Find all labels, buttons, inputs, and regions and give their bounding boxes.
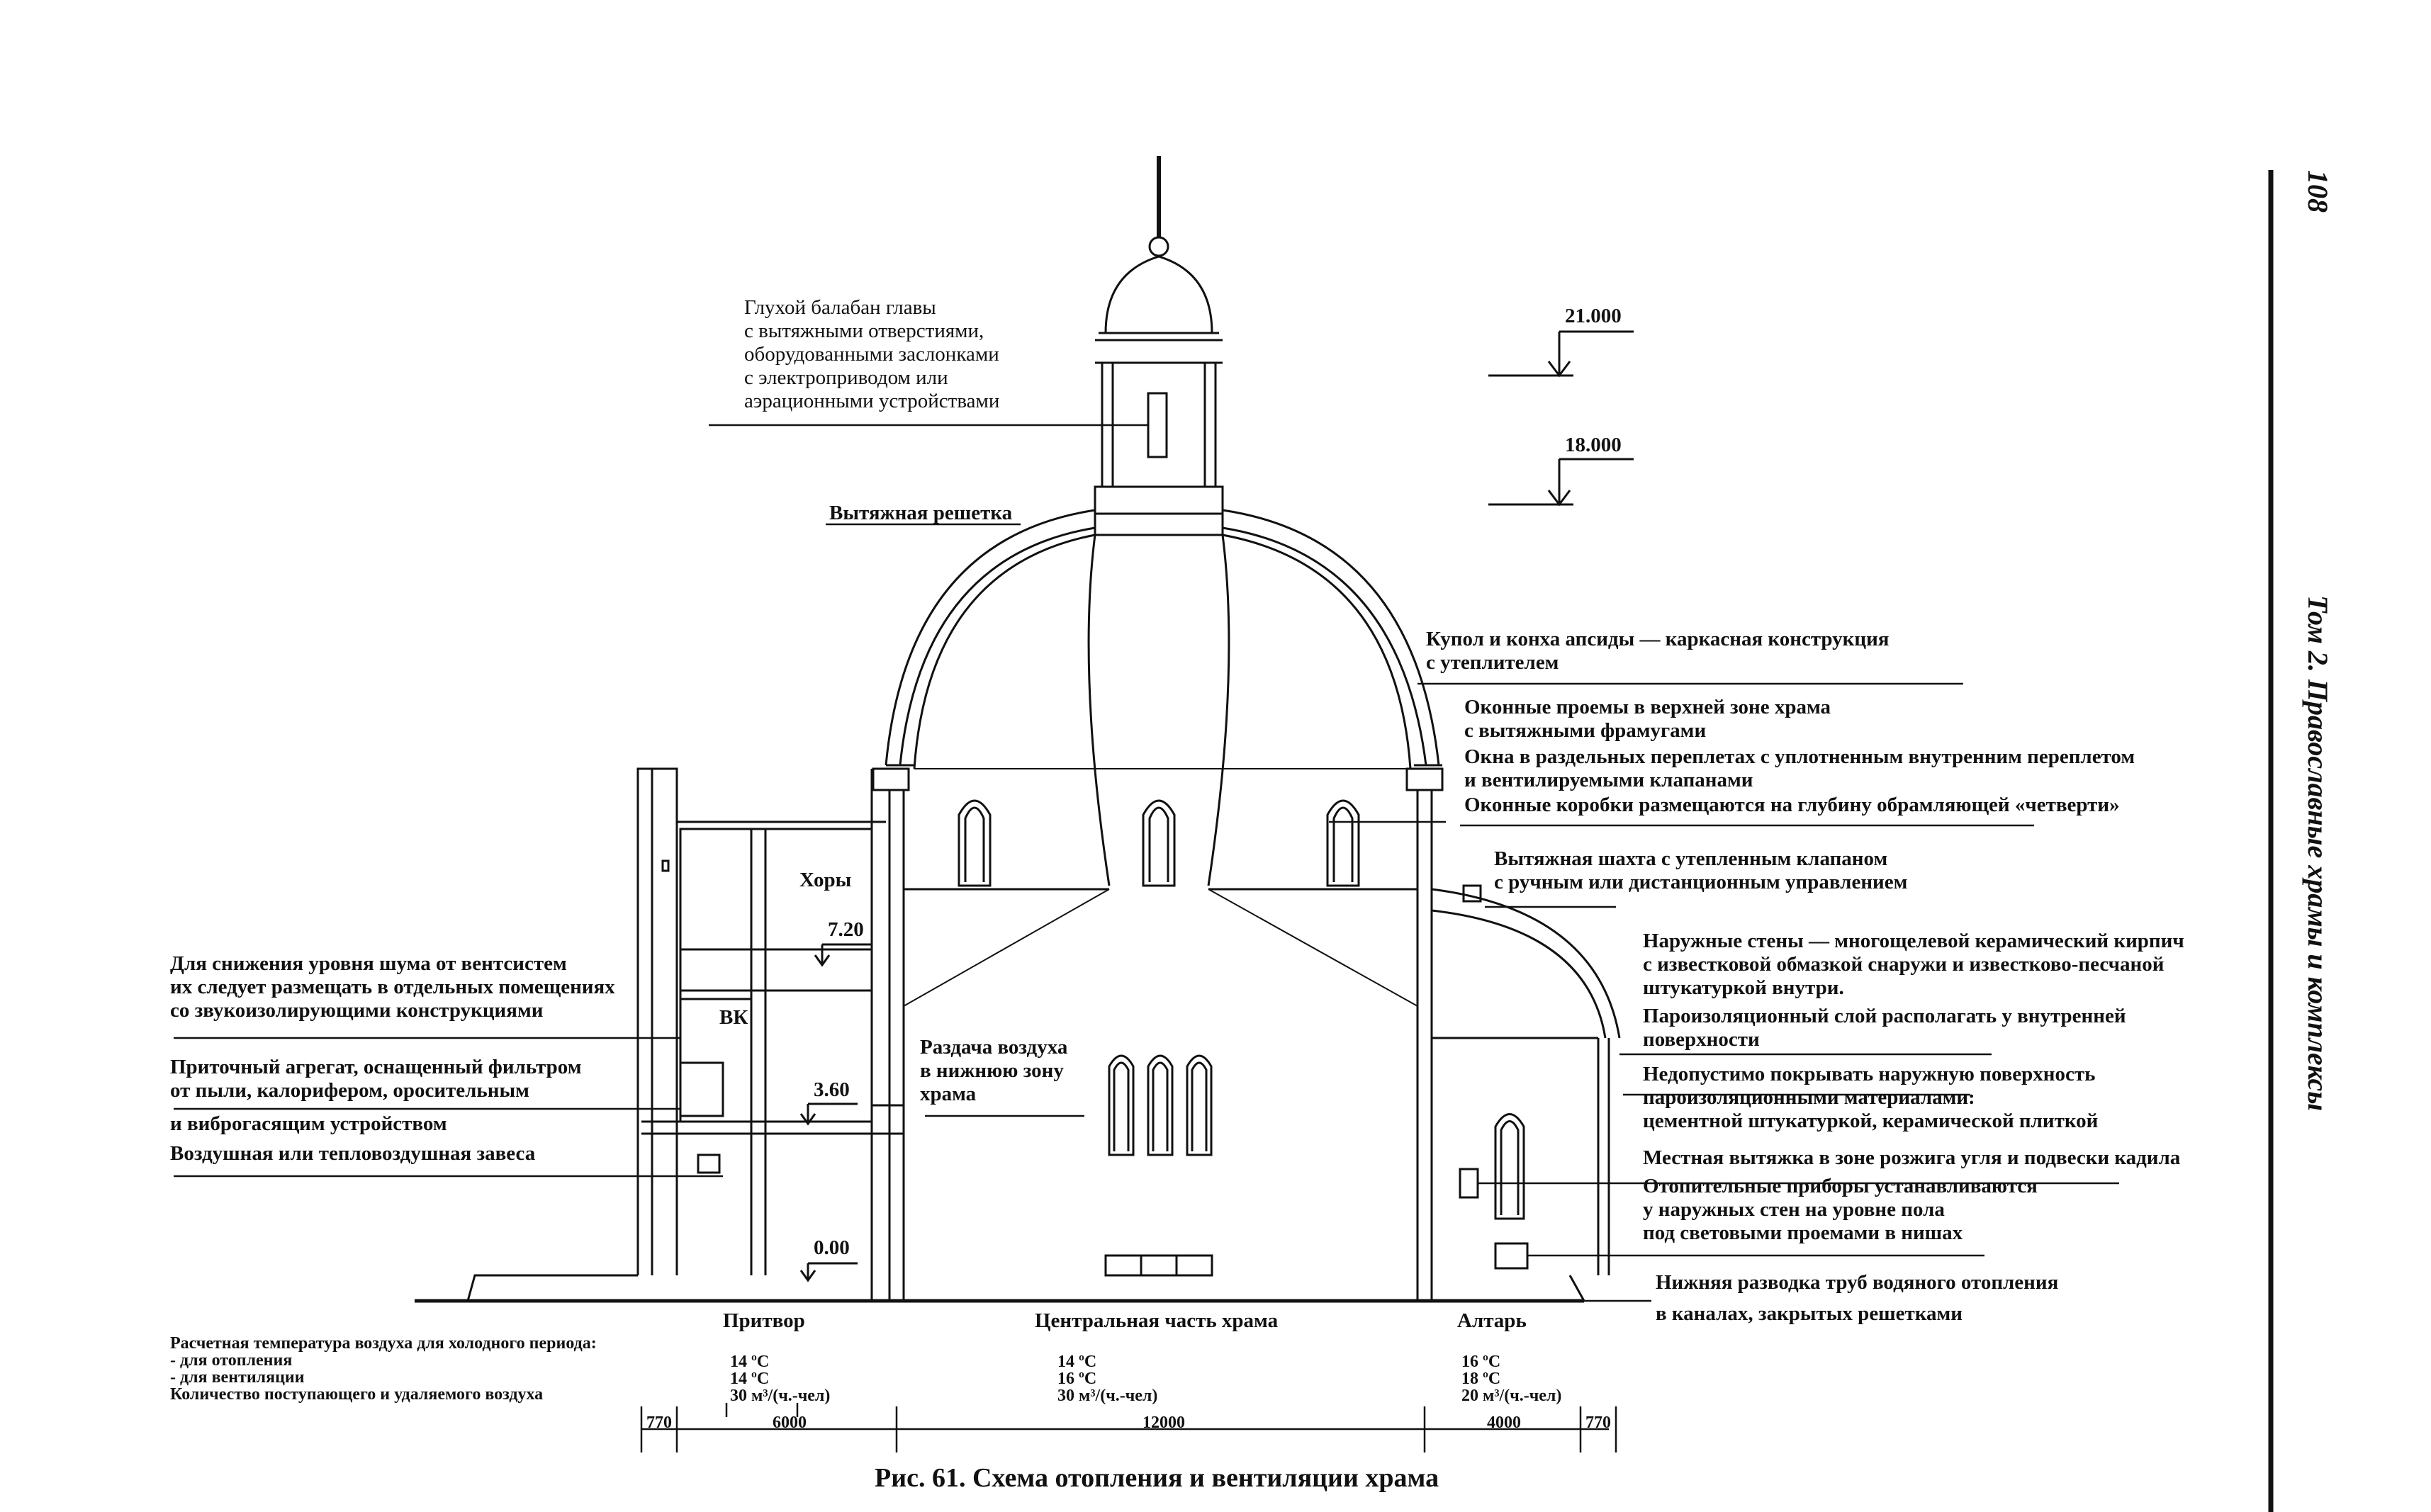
callout-razvodka: Нижняя разводка труб водяного отопления … [1656, 1271, 2059, 1325]
level-mark-360 [799, 1102, 858, 1126]
callout-zavesa: Воздушная или тепловоздушная завеса [170, 1142, 536, 1165]
apse-window [1494, 1113, 1525, 1220]
upper-window-1 [958, 799, 992, 887]
central-t1: 14 ºС [1057, 1353, 1097, 1371]
level-000: 0.00 [814, 1236, 850, 1259]
callout-okna3: Оконные коробки размещаются на глубину о… [1464, 794, 2120, 816]
cupola [1104, 255, 1213, 334]
apse-conch [1431, 888, 1621, 1039]
pritvor-t1: 14 ºС [730, 1353, 770, 1371]
callout-kupol: Купол и конха апсиды — каркасная констру… [1426, 628, 1890, 674]
upper-window-2 [1142, 799, 1176, 887]
dim-4000: 4000 [1487, 1414, 1521, 1432]
page-number: 108 [2302, 170, 2334, 213]
callout-parosloj: Пароизоляционный слой располагать у внут… [1643, 1005, 2126, 1051]
callout-pribory: Отопительные приборы устанавливаются у н… [1643, 1175, 2038, 1244]
callout-balaban: Глухой балабан главы с вытяжными отверст… [744, 296, 1000, 412]
spire-ball [1148, 236, 1169, 257]
dimension-line [640, 1403, 1617, 1452]
lower-window-1 [1108, 1054, 1135, 1156]
zone-altar: Алтарь [1457, 1309, 1527, 1332]
altar-t1: 16 ºС [1461, 1353, 1501, 1371]
kadilo-hood [1459, 1168, 1479, 1199]
room-vk: ВК [719, 1006, 748, 1029]
dim-6000: 6000 [773, 1414, 807, 1432]
level-mark-720 [814, 943, 872, 967]
room-khory: Хоры [799, 869, 852, 891]
running-head: Том 2. Православные храмы и комплексы [2302, 595, 2334, 1112]
dim-12000: 12000 [1142, 1414, 1185, 1432]
floor-grille [1104, 1254, 1213, 1277]
level-360: 3.60 [814, 1078, 850, 1101]
figure-caption: Рис. 61. Схема отопления и вентиляции хр… [875, 1463, 1439, 1493]
callout-shakhta: Вытяжная шахта с утепленным клапаном с р… [1494, 847, 1908, 893]
narthex-outline [636, 767, 886, 1275]
dim-770-left: 770 [646, 1414, 672, 1432]
callout-vytyazhka: Местная вытяжка в зоне розжига угля и по… [1643, 1146, 2181, 1169]
central-t2: 16 ºС [1057, 1370, 1097, 1388]
zone-central: Центральная часть храма [1035, 1309, 1279, 1332]
level-mark-000 [799, 1262, 858, 1282]
central-air: 30 м³/(ч.-чел) [1057, 1387, 1158, 1405]
heater [1494, 1242, 1529, 1270]
callout-steny: Наружные стены — многощелевой керамическ… [1643, 930, 2184, 999]
pritvor-t2: 14 ºС [730, 1370, 770, 1388]
callout-shum: Для снижения уровня шума от вентсистем и… [170, 952, 615, 1022]
table-row1: - для отопления [170, 1351, 293, 1370]
lower-window-3 [1186, 1054, 1213, 1156]
table-header: Расчетная температура воздуха для холодн… [170, 1334, 597, 1353]
table-row3: Количество поступающего и удаляемого воз… [170, 1385, 544, 1404]
leader-lines [174, 424, 2119, 1302]
pritvor-air: 30 м³/(ч.-чел) [730, 1387, 831, 1405]
callout-agregat1: Приточный агрегат, оснащенный фильтром о… [170, 1056, 582, 1102]
upper-window-3 [1326, 799, 1360, 887]
altar-t2: 18 ºС [1461, 1370, 1501, 1388]
level-18: 18.000 [1565, 434, 1622, 456]
callout-nedopustimo: Недопустимо покрывать наружную поверхнос… [1643, 1063, 2099, 1132]
zone-pritvor: Притвор [723, 1309, 805, 1332]
dim-770-right: 770 [1585, 1414, 1611, 1432]
callout-reshetka: Вытяжная решетка [829, 502, 1013, 524]
callout-razdacha: Раздача воздуха в нижнюю зону храма [920, 1036, 1068, 1105]
altar-air: 20 м³/(ч.-чел) [1461, 1387, 1562, 1405]
lower-window-2 [1147, 1054, 1174, 1156]
level-720: 7.20 [828, 918, 864, 941]
callout-okna1: Оконные проемы в верхней зоне храма с вы… [1464, 696, 1831, 742]
dome-outer [885, 509, 1096, 766]
running-head-block: 108 Том 2. Православные храмы и комплекс… [2294, 170, 2336, 1375]
level-mark-18 [1488, 458, 1634, 507]
callout-agregat2: и виброгасящим устройством [170, 1112, 447, 1135]
callout-okna2: Окна в раздельных переплетах с уплотненн… [1464, 745, 2135, 791]
level-21: 21.000 [1565, 305, 1622, 327]
level-mark-21 [1488, 330, 1634, 378]
table-row2: - для вентиляции [170, 1368, 305, 1387]
